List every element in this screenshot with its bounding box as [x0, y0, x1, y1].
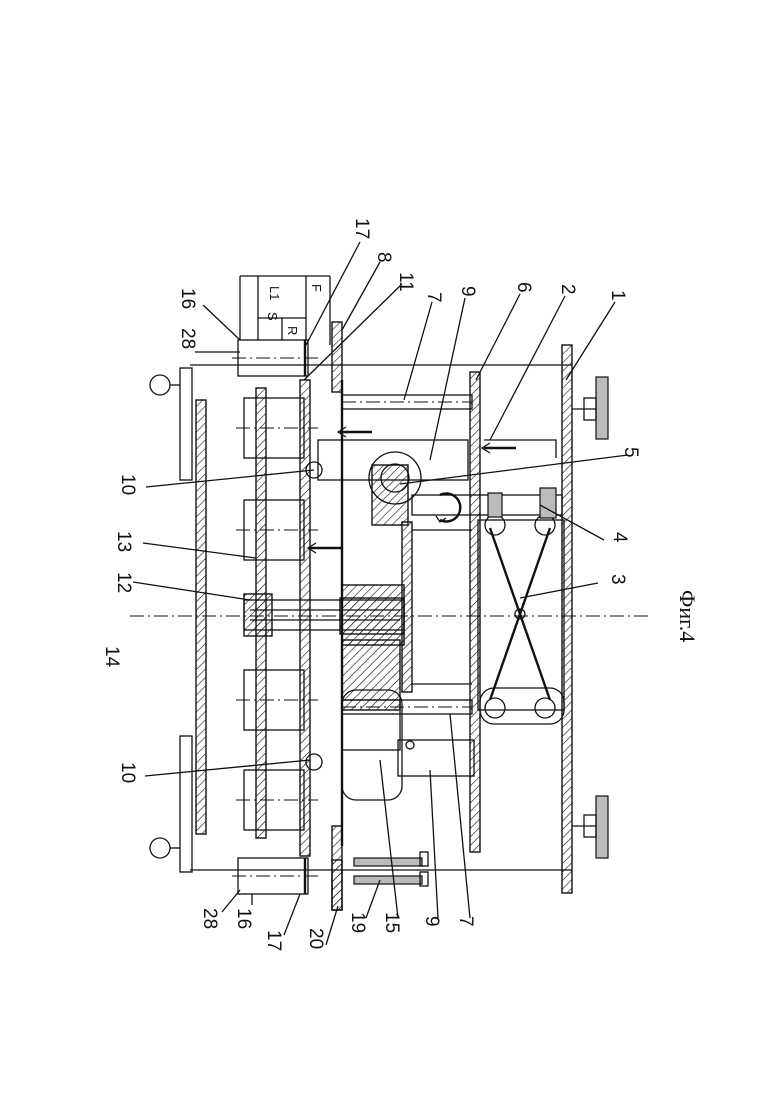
callout-16-top: 16: [177, 288, 198, 309]
rotation-arrow-icon: [436, 494, 460, 522]
dim-label-s: S: [265, 312, 280, 321]
callout-5: 5: [620, 447, 641, 458]
drive-unit-9-top: [318, 440, 468, 525]
leveling-foot-bottom: [572, 796, 608, 858]
scissor-lift: [478, 515, 564, 724]
callout-6: 6: [513, 282, 534, 293]
callout-28-top: 28: [177, 328, 198, 349]
figure-caption: Фиг.4: [675, 590, 700, 642]
callout-17-top: 17: [351, 218, 372, 239]
leveling-foot-top: [572, 377, 608, 439]
dim-label-f: F: [309, 284, 324, 292]
callout-9-top: 9: [457, 286, 478, 297]
callout-19: 19: [347, 912, 368, 933]
callout-7-bottom: 7: [455, 916, 476, 927]
callout-8: 8: [373, 252, 394, 263]
callout-3: 3: [607, 574, 628, 585]
callout-10-top: 10: [117, 474, 138, 495]
callout-13: 13: [113, 531, 134, 552]
callout-9-bottom: 9: [421, 916, 442, 927]
lifting-eye-top: [150, 368, 192, 480]
carrier-rim: [300, 380, 310, 856]
callout-14: 14: [101, 646, 122, 668]
callout-11: 11: [395, 272, 416, 292]
callout-16-bottom: 16: [233, 908, 254, 929]
callout-17-bottom: 17: [263, 930, 284, 951]
guide-column-top: [342, 395, 472, 409]
callout-10-bottom: 10: [117, 762, 138, 783]
frame-plate-top: [332, 322, 342, 392]
drive-unit-9-bottom: [398, 740, 474, 776]
callout-1: 1: [607, 290, 628, 301]
callout-7-top: 7: [423, 292, 444, 303]
callout-2: 2: [557, 284, 578, 295]
callout-15: 15: [381, 912, 402, 933]
central-shaft-12: [244, 594, 404, 636]
callout-28-bottom: 28: [199, 908, 220, 929]
station-16-17-top: [232, 340, 320, 376]
callout-12: 12: [113, 572, 134, 593]
callout-20: 20: [305, 928, 326, 949]
callout-4: 4: [609, 532, 630, 543]
lifting-eye-bottom: [150, 736, 192, 872]
dim-label-r: R: [285, 326, 300, 335]
station-16-17-bottom: [232, 858, 320, 894]
actuator-4: [412, 488, 562, 518]
dim-label-l1: L1: [267, 286, 282, 300]
top-cover-plate: [196, 400, 206, 834]
